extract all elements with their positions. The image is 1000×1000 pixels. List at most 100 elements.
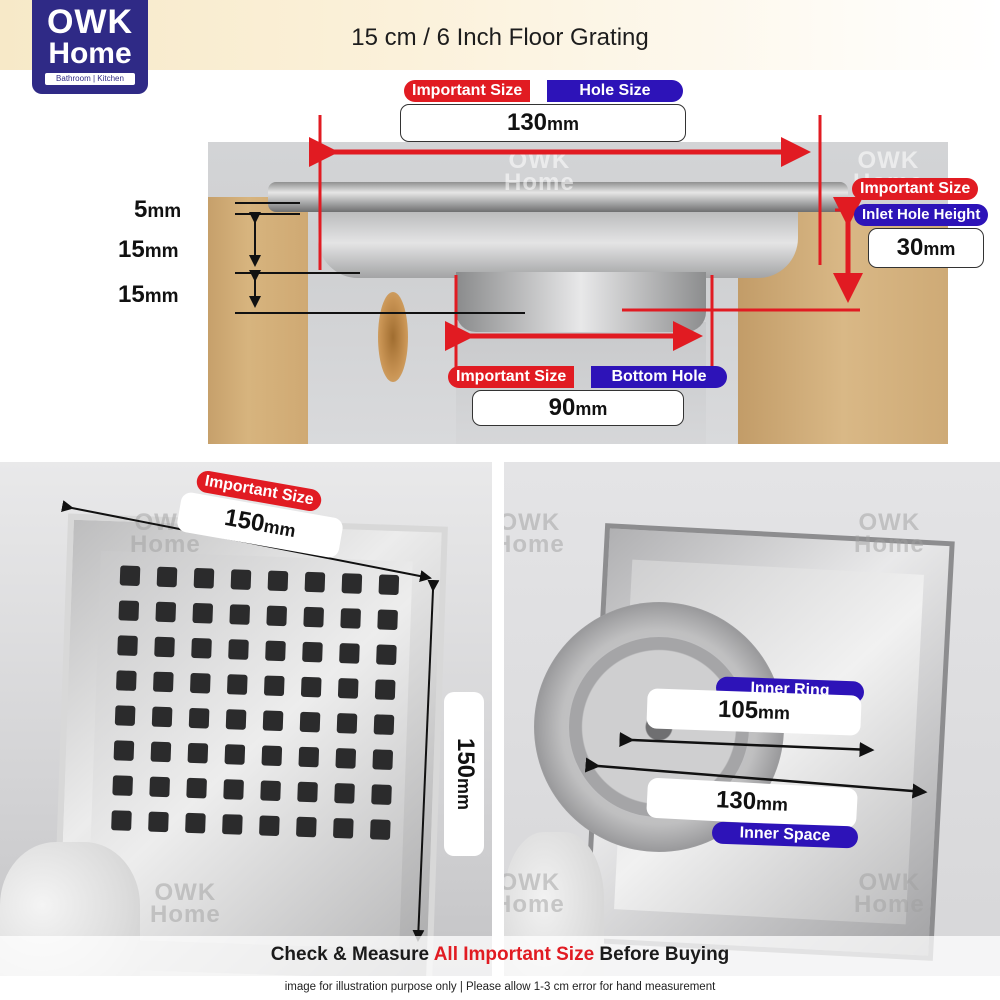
grate-hole	[230, 569, 252, 590]
grate-hole	[149, 776, 171, 798]
header-banner	[0, 0, 1000, 70]
grate-hole	[111, 810, 132, 831]
grate-hole	[377, 609, 398, 631]
pipe-depth-value: 15mm	[118, 281, 179, 308]
grate-hole	[229, 604, 251, 625]
grate-hole	[187, 742, 209, 764]
grate-plate-edge	[268, 182, 848, 212]
wood-block-left	[208, 197, 308, 444]
grate-hole	[116, 670, 137, 691]
grate-hole	[262, 710, 284, 732]
drain-bottom-pipe	[456, 272, 706, 332]
grate-hole	[337, 678, 359, 699]
grate-hole	[298, 746, 320, 768]
grate-hole	[193, 567, 215, 589]
grate-hole	[225, 709, 247, 730]
grate-hole	[299, 711, 321, 733]
grate-hole	[374, 679, 396, 701]
grate-hole	[151, 706, 173, 728]
grate-hole	[332, 817, 354, 839]
grate-hole	[373, 714, 395, 736]
grate-hole	[113, 740, 135, 761]
footer-highlight: All Important Size	[433, 944, 595, 965]
rim-thickness-value: 5mm	[134, 196, 182, 223]
grate-hole	[261, 745, 283, 767]
grate-hole	[114, 705, 136, 726]
grate-hole	[148, 811, 169, 833]
grate-hole	[304, 571, 326, 593]
inner-ring-value: 105mm	[646, 688, 862, 736]
grate-hole	[259, 815, 280, 837]
footer-note: Check & Measure All Important Size Befor…	[0, 936, 1000, 976]
inlet-hole-height-tag: Inlet Hole Height	[854, 204, 989, 226]
page-title: 15 cm / 6 Inch Floor Grating	[351, 24, 649, 51]
grate-height-value: 150mm	[444, 692, 484, 856]
hole-size-tag: Hole Size	[547, 80, 683, 102]
grate-hole	[223, 779, 244, 800]
grate-hole	[186, 777, 207, 799]
important-size-tag: Important Size	[852, 178, 979, 200]
bottom-hole-value: 90mm	[472, 390, 684, 426]
grate-hole	[189, 672, 211, 694]
grate-hole	[263, 675, 285, 697]
grate-hole	[296, 816, 317, 838]
grate-hole	[192, 602, 214, 624]
grate-hole	[267, 570, 289, 592]
brand-logo[interactable]: OWK Home Bathroom | Kitchen	[32, 0, 148, 94]
grate-hole	[112, 775, 134, 796]
grate-hole	[335, 748, 357, 769]
bottom-hole-tag: Bottom Hole	[591, 366, 727, 388]
grate-hole	[303, 606, 325, 628]
grate-hole	[372, 749, 394, 770]
hole-size-value: 130mm	[400, 104, 686, 142]
grate-hole	[150, 741, 172, 763]
disclaimer: image for illustration purpose only | Pl…	[0, 976, 1000, 1000]
logo-text-home: Home	[48, 37, 132, 70]
grate-hole	[226, 674, 248, 695]
grate-hole	[297, 781, 318, 803]
grate-hole	[228, 639, 249, 660]
grate-hole	[378, 574, 400, 596]
important-size-tag: Important Size	[448, 366, 575, 388]
grate-hole	[191, 637, 212, 659]
grate-hole	[152, 671, 174, 693]
grate-hole	[369, 819, 391, 840]
grate-hole	[340, 608, 361, 629]
grate-hole	[266, 605, 288, 627]
grate-hole	[300, 676, 322, 698]
body-depth-value: 15mm	[118, 236, 179, 263]
inlet-hole-height-value: 30mm	[868, 228, 984, 268]
grate-hole	[376, 644, 397, 666]
grate-hole	[339, 643, 360, 664]
logo-text-owk: OWK	[46, 3, 134, 41]
grate-hole	[118, 600, 140, 622]
grate-hole	[155, 601, 177, 623]
important-size-tag: Important Size	[404, 80, 531, 102]
grate-hole	[302, 641, 323, 663]
grate-hole	[156, 566, 178, 588]
grate-hole	[336, 713, 358, 734]
grate-hole-grid	[111, 565, 400, 840]
grate-hole	[260, 780, 281, 802]
grate-hole	[188, 707, 210, 729]
grate-hole	[334, 782, 355, 804]
grate-hole	[185, 812, 206, 834]
grate-hole	[265, 640, 286, 662]
grate-hole	[119, 565, 141, 587]
grate-hole	[341, 573, 363, 594]
grate-hole	[117, 635, 138, 657]
grate-hole	[224, 744, 246, 765]
wood-knot	[378, 292, 408, 382]
logo-tagline: Bathroom | Kitchen	[45, 73, 135, 85]
drain-body-well	[318, 208, 798, 278]
grate-hole	[222, 814, 243, 835]
grate-hole	[154, 636, 175, 658]
grate-hole	[371, 784, 392, 805]
